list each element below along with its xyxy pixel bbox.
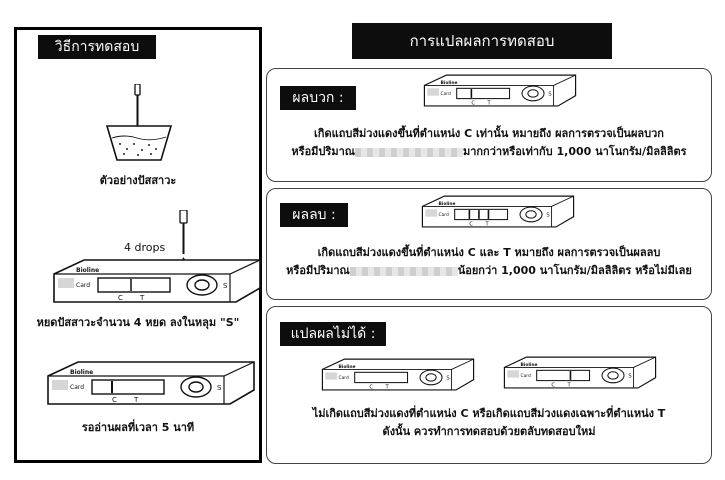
card-c: C xyxy=(551,382,555,388)
card-brand: Bioline xyxy=(441,80,458,86)
invalid-description: ไม่เกิดแถบสีม่วงแดงที่ตำแหน่ง C หรือเกิด… xyxy=(266,405,712,441)
test-card-positive: Bioline Card C T S xyxy=(423,74,577,107)
test-card-negative: Bioline Card C T S xyxy=(421,195,575,228)
card-brand: Bioline xyxy=(439,201,456,207)
card-s: S xyxy=(223,282,228,290)
positive-description: เกิดแถบสีม่วงแดงขึ้นที่ตำแหน่ง C เท่านั้… xyxy=(266,125,712,161)
card-c: C xyxy=(118,294,123,302)
positive-label: ผลบวก : xyxy=(280,86,356,110)
positive-line1: เกิดแถบสีม่วงแดงขึ้นที่ตำแหน่ง C เท่านั้… xyxy=(314,127,664,140)
card-brand: Bioline xyxy=(76,267,99,274)
card-t: T xyxy=(487,100,492,106)
card-t: T xyxy=(139,294,145,302)
test-method-title: วิธีการทดสอบ xyxy=(38,35,156,59)
card-c: C xyxy=(471,100,475,106)
negative-label: ผลลบ : xyxy=(280,203,348,227)
card-word: Card xyxy=(76,282,90,289)
redacted-block xyxy=(349,266,458,276)
card-c: C xyxy=(369,384,373,390)
negative-description: เกิดแถบสีม่วงแดงขึ้นที่ตำแหน่ง C และ T ห… xyxy=(266,244,712,280)
card-t: T xyxy=(485,221,490,227)
card-s: S xyxy=(446,376,449,382)
card-word: Card xyxy=(339,375,349,381)
card-t: T xyxy=(133,396,139,404)
card-s: S xyxy=(217,384,222,392)
step1-caption: ตัวอย่างปัสสาวะ xyxy=(99,174,177,187)
card-brand: Bioline xyxy=(339,364,356,370)
drops-label: 4 drops xyxy=(124,241,166,254)
urine-cup-illustration xyxy=(105,84,173,161)
positive-line2: หรือมีปริมาณมากกว่าหรือเท่ากับ 1,000 นาโ… xyxy=(291,145,687,158)
card-word: Card xyxy=(441,91,451,97)
interpretation-title: การแปลผลการทดสอบ xyxy=(352,23,612,59)
card-c: C xyxy=(112,396,117,404)
card-s: S xyxy=(548,92,551,98)
card-word: Card xyxy=(70,384,84,391)
test-card-invalid-1: Bioline Card C T S xyxy=(321,358,475,391)
card-s: S xyxy=(628,374,631,380)
invalid-label: แปลผลไม่ได้ : xyxy=(280,322,386,346)
card-t: T xyxy=(385,384,390,390)
card-s: S xyxy=(546,213,549,219)
redacted-block xyxy=(354,147,463,157)
negative-line1: เกิดแถบสีม่วงแดงขึ้นที่ตำแหน่ง C และ T ห… xyxy=(317,246,661,259)
invalid-line1: ไม่เกิดแถบสีม่วงแดงที่ตำแหน่ง C หรือเกิด… xyxy=(312,407,666,420)
negative-line2: หรือมีปริมาณน้อยกว่า 1,000 นาโนกรัม/มิลล… xyxy=(286,264,692,277)
card-word: Card xyxy=(439,212,449,218)
test-card-invalid-2: Bioline Card C T S xyxy=(503,356,657,389)
step3-caption: รออ่านผลที่เวลา 5 นาที xyxy=(81,421,195,434)
step2-caption: หยดปัสสาวะจำนวน 4 หยด ลงในหลุม "S" xyxy=(36,316,240,329)
card-c: C xyxy=(469,221,473,227)
test-card-step3: Bioline Card C T S xyxy=(47,361,255,405)
test-card-step2: Bioline Card C T S xyxy=(53,259,261,303)
card-word: Card xyxy=(521,373,531,379)
card-brand: Bioline xyxy=(70,369,93,376)
card-t: T xyxy=(567,382,572,388)
invalid-line2: ดังนั้น ควรทำการทดสอบด้วยตลับทดสอบใหม่ xyxy=(382,425,596,438)
card-brand: Bioline xyxy=(521,362,538,368)
